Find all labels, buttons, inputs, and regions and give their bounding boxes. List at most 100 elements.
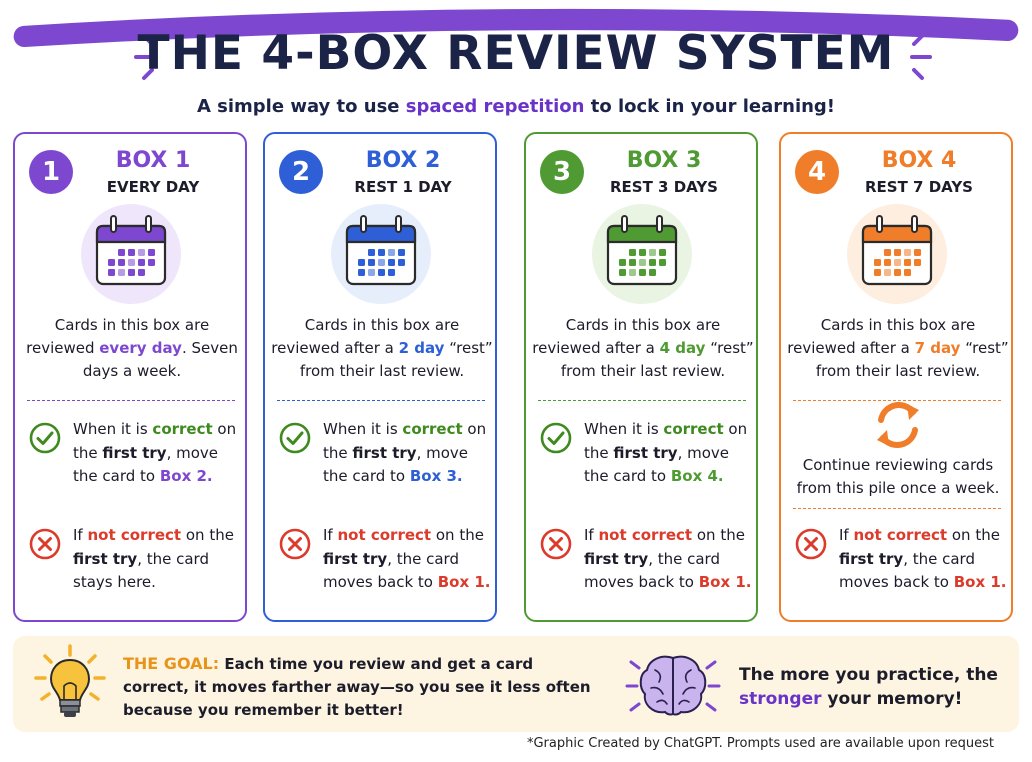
incorrect-rule-text: If not correct on the first try, the car… xyxy=(73,524,243,595)
correct-rule: When it is correct on the first try, mov… xyxy=(25,418,243,490)
box-title: BOX 3 xyxy=(626,148,702,173)
desc-text: Cards in this box are reviewed xyxy=(26,316,210,357)
brain-icon xyxy=(625,655,721,716)
practice-text-start: The more you practice, the xyxy=(739,665,998,685)
desc-emphasis: 7 day xyxy=(914,339,961,357)
incorrect-rule: If not correct on the first try, the car… xyxy=(536,524,754,596)
box-title: BOX 1 xyxy=(115,148,191,173)
cross-icon xyxy=(279,528,311,560)
rule-first-try: first try xyxy=(102,443,167,462)
rule-text: on the xyxy=(73,420,237,462)
rule-text: on the xyxy=(584,420,748,462)
rule-target-box: Box 1. xyxy=(437,573,491,591)
box-description: Cards in this box are reviewed after a 7… xyxy=(787,314,1009,383)
correct-rule-text: When it is correct on the first try, mov… xyxy=(323,418,493,489)
rule-text: , move the card to xyxy=(73,443,219,486)
practice-text-end: your memory! xyxy=(821,689,963,709)
desc-emphasis: 2 day xyxy=(398,339,445,357)
incorrect-rule-text: If not correct on the first try, the car… xyxy=(323,524,493,595)
incorrect-rule-text: If not correct on the first try, the car… xyxy=(584,524,754,595)
checkmark-icon xyxy=(279,422,311,454)
rule-text: , the card moves back to xyxy=(323,549,459,592)
incorrect-rule: If not correct on the first try, the car… xyxy=(25,524,243,596)
rule-first-try: first try xyxy=(584,549,649,568)
rule-text: on the xyxy=(181,526,234,544)
rule-text: on the xyxy=(947,526,1000,544)
box-description: Cards in this box are reviewed after a 2… xyxy=(271,314,493,383)
page-subtitle: A simple way to use spaced repetition to… xyxy=(0,96,1032,117)
box-number-badge: 2 xyxy=(279,150,323,194)
rule-first-try: first try xyxy=(73,549,138,568)
rule-text: If xyxy=(323,526,338,544)
highlight-underline-icon xyxy=(13,8,1019,48)
rule-correct: correct xyxy=(402,420,463,438)
subtitle-text: A simple way to use xyxy=(196,96,406,117)
rule-not-correct: not correct xyxy=(87,526,182,544)
practice-text: The more you practice, the stronger your… xyxy=(739,663,1009,711)
rule-target-box: Box 2. xyxy=(159,467,213,485)
box-number-badge: 3 xyxy=(540,150,584,194)
box-card-1: 1 BOX 1 EVERY DAY Cards in this box are rev… xyxy=(13,132,247,622)
rule-not-correct: not correct xyxy=(853,526,948,544)
desc-text-end: “rest” from their last review. xyxy=(299,339,493,380)
rule-text: , move the card to xyxy=(323,443,469,486)
desc-emphasis: every day xyxy=(99,339,182,357)
rule-text: on the xyxy=(323,420,487,462)
correct-rule: When it is correct on the first try, mov… xyxy=(536,418,754,490)
sparkle-right-icon xyxy=(910,34,932,80)
calendar-icon xyxy=(331,204,431,304)
rule-text: , move the card to xyxy=(584,443,730,486)
rule-first-try: first try xyxy=(839,549,904,568)
header: THE 4-BOX REVIEW SYSTEM A simple way to … xyxy=(0,0,1032,126)
correct-rule-text: When it is correct on the first try, mov… xyxy=(584,418,754,489)
subtitle-text-end: to lock in your learning! xyxy=(584,96,836,117)
rule-text: on the xyxy=(431,526,484,544)
continue-note: Continue reviewing cards from this pile … xyxy=(796,456,1000,497)
rule-text: , the card stays here. xyxy=(73,549,209,592)
cross-icon xyxy=(29,528,61,560)
goal-label: THE GOAL: xyxy=(123,654,220,673)
rule-first-try: first try xyxy=(613,443,678,462)
dashed-divider xyxy=(793,508,1001,509)
box-interval: EVERY DAY xyxy=(106,178,200,196)
rule-text: When it is xyxy=(73,420,153,438)
rule-text: When it is xyxy=(323,420,403,438)
box-title: BOX 4 xyxy=(881,148,957,173)
desc-text-end: “rest” from their last review. xyxy=(815,339,1009,380)
desc-text: Cards in this box are reviewed after a xyxy=(271,316,460,357)
calendar-icon xyxy=(592,204,692,304)
rule-first-try: first try xyxy=(352,443,417,462)
dashed-divider xyxy=(538,400,746,401)
incorrect-rule: If not correct on the first try, the car… xyxy=(791,524,1009,596)
box-description: Cards in this box are reviewed after a 4… xyxy=(532,314,754,383)
subtitle-highlight: spaced repetition xyxy=(405,96,585,117)
desc-text-end: “rest” from their last review. xyxy=(560,339,754,380)
incorrect-rule-text: If not correct on the first try, the car… xyxy=(839,524,1009,595)
cross-icon xyxy=(795,528,827,560)
desc-text-end: . Seven days a week. xyxy=(82,339,238,380)
box-description: Cards in this box are reviewed every day… xyxy=(21,314,243,383)
box-interval: REST 1 DAY xyxy=(354,178,452,196)
calendar-icon xyxy=(81,204,181,304)
desc-emphasis: 4 day xyxy=(659,339,706,357)
rule-correct: correct xyxy=(663,420,724,438)
page-title: THE 4-BOX REVIEW SYSTEM xyxy=(137,26,895,81)
rule-text: If xyxy=(584,526,599,544)
rule-text: If xyxy=(73,526,88,544)
incorrect-rule: If not correct on the first try, the car… xyxy=(275,524,493,596)
box-number-badge: 1 xyxy=(29,150,73,194)
rule-target-box: Box 1. xyxy=(953,573,1007,591)
rule-first-try: first try xyxy=(323,549,388,568)
rule-target-box: Box 4. xyxy=(670,467,724,485)
goal-text: THE GOAL: Each time you review and get a… xyxy=(123,652,593,722)
rule-text: If xyxy=(839,526,854,544)
sparkle-left-icon xyxy=(134,34,156,80)
rule-not-correct: not correct xyxy=(337,526,432,544)
correct-rule: When it is correct on the first try, mov… xyxy=(275,418,493,490)
goal-description: Each time you review and get a card corr… xyxy=(123,655,591,719)
dashed-divider xyxy=(27,400,235,401)
box-interval: REST 3 DAYS xyxy=(609,178,718,196)
cross-icon xyxy=(540,528,572,560)
desc-text: Cards in this box are reviewed after a xyxy=(787,316,976,357)
